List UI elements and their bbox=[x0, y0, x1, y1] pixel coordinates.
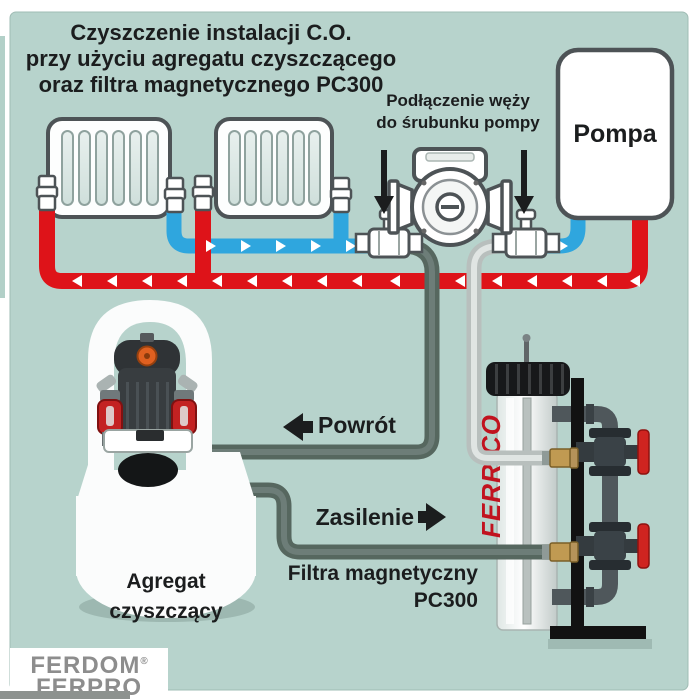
hose-note-line1: Podłączenie węży bbox=[386, 91, 530, 110]
hose-connection-note: Podłączenie węży do śrubunku pompy bbox=[366, 90, 550, 134]
supply-pipe-red bbox=[39, 206, 648, 289]
title-line1: Czyszczenie instalacji C.O. bbox=[70, 20, 352, 45]
filter-outlet-hose-light bbox=[466, 238, 556, 466]
filter-mount-bar bbox=[571, 378, 584, 628]
pointer-arrows-down bbox=[374, 150, 534, 214]
filter-valve-bottom-handle bbox=[637, 523, 650, 569]
pump-box bbox=[555, 47, 675, 221]
filter-label-line2: PC300 bbox=[413, 589, 478, 612]
filter-valve-top-handle bbox=[637, 429, 650, 475]
supply-hose-label: Zasilenie bbox=[315, 504, 414, 530]
filter-label-line1: Filtra magnetyczny bbox=[287, 562, 478, 585]
unit-label-line2: czyszczący bbox=[109, 600, 223, 623]
unit-side-valve-right bbox=[171, 374, 198, 446]
return-hose-label: Powrót bbox=[318, 412, 396, 438]
magnetic-filter-label: Filtra magnetyczny PC300 bbox=[250, 560, 478, 614]
cleaning-unit-label: Agregat czyszczący bbox=[78, 567, 254, 627]
filter-pvc-pipe bbox=[552, 406, 618, 605]
supply-arrow-icon bbox=[418, 503, 446, 531]
circulation-pump-icon bbox=[387, 147, 513, 247]
filter-valve-top bbox=[576, 428, 650, 476]
return-arrow-icon bbox=[283, 413, 313, 441]
photo-edge-artifact-bottom bbox=[0, 691, 130, 699]
title-line3: oraz filtra magnetycznego PC300 bbox=[38, 72, 384, 97]
title-line2: przy użyciu agregatu czyszczącego bbox=[25, 46, 397, 71]
supply-hose-dark bbox=[230, 482, 556, 560]
radiator-right bbox=[214, 117, 334, 219]
filter-base bbox=[550, 626, 646, 639]
registered-mark: ® bbox=[140, 656, 148, 667]
cleaning-unit bbox=[76, 300, 256, 622]
filter-magnet-rod bbox=[522, 397, 532, 625]
pump-box-label: Pompa bbox=[573, 120, 657, 148]
unit-opening bbox=[118, 453, 178, 487]
unit-label-line1: Agregat bbox=[126, 570, 206, 593]
filter-valve-bottom bbox=[576, 522, 650, 570]
unit-motor bbox=[114, 333, 180, 446]
brass-fitting-top bbox=[542, 447, 579, 469]
radiator-left bbox=[46, 117, 172, 219]
hose-note-line2: do śrubunku pompy bbox=[376, 113, 540, 132]
radiator-valves bbox=[35, 174, 353, 214]
photo-edge-artifact-left bbox=[0, 36, 5, 298]
logo-line1: FERDOM® bbox=[30, 652, 148, 679]
brass-fitting-bottom bbox=[542, 541, 579, 563]
page-title: Czyszczenie instalacji C.O. przy użyciu … bbox=[18, 20, 404, 98]
